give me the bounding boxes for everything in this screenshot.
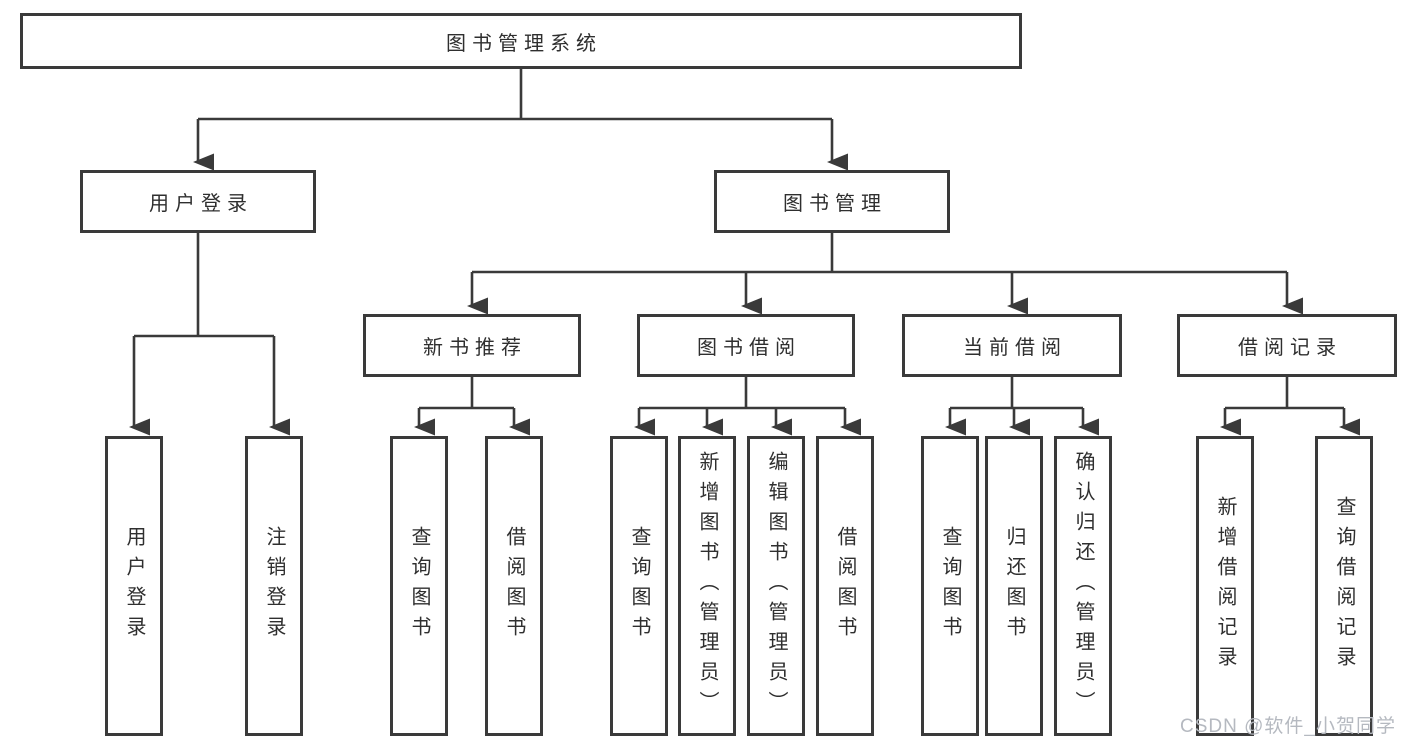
leaf-add-books-admin: 新增图书（管理员） xyxy=(678,436,736,736)
node-current-borrowing: 当前借阅 xyxy=(902,314,1122,377)
node-label: 编辑图书（管理员） xyxy=(765,451,787,721)
leaf-query-books-borrowing: 查询图书 xyxy=(610,436,668,736)
node-label: 查询图书 xyxy=(939,526,961,646)
node-borrowing-records: 借阅记录 xyxy=(1177,314,1397,377)
node-label: 图书管理 xyxy=(783,193,887,215)
node-label: 借阅图书 xyxy=(834,526,856,646)
leaf-borrow-books-recommend: 借阅图书 xyxy=(485,436,543,736)
node-label: 用户登录 xyxy=(123,526,145,646)
node-library-management-system: 图书管理系统 xyxy=(20,13,1022,69)
node-label: 图书借阅 xyxy=(697,337,801,359)
node-book-management: 图书管理 xyxy=(714,170,950,233)
node-label: 图书管理系统 xyxy=(446,32,602,55)
node-label: 新增借阅记录 xyxy=(1214,496,1236,676)
node-user-login: 用户登录 xyxy=(80,170,316,233)
node-book-borrowing: 图书借阅 xyxy=(637,314,855,377)
node-new-book-recommendation: 新书推荐 xyxy=(363,314,581,377)
node-label: 新增图书（管理员） xyxy=(696,451,718,721)
node-label: 查询图书 xyxy=(628,526,650,646)
leaf-add-borrow-record: 新增借阅记录 xyxy=(1196,436,1254,736)
csdn-watermark: CSDN @软件_小贺同学 xyxy=(1180,716,1396,737)
leaf-user-login: 用户登录 xyxy=(105,436,163,736)
node-label: 查询借阅记录 xyxy=(1333,496,1355,676)
leaf-query-books-recommend: 查询图书 xyxy=(390,436,448,736)
leaf-edit-books-admin: 编辑图书（管理员） xyxy=(747,436,805,736)
node-label: 归还图书 xyxy=(1003,526,1025,646)
node-label: 注销登录 xyxy=(263,526,285,646)
node-label: 确认归还（管理员） xyxy=(1072,451,1094,721)
node-label: 当前借阅 xyxy=(963,337,1067,359)
leaf-query-books-current: 查询图书 xyxy=(921,436,979,736)
node-label: 借阅图书 xyxy=(503,526,525,646)
leaf-borrow-books-borrowing: 借阅图书 xyxy=(816,436,874,736)
leaf-logout-login: 注销登录 xyxy=(245,436,303,736)
node-label: 借阅记录 xyxy=(1238,337,1342,359)
node-label: 用户登录 xyxy=(149,193,253,215)
node-label: 新书推荐 xyxy=(423,337,527,359)
leaf-return-books: 归还图书 xyxy=(985,436,1043,736)
leaf-query-borrow-record: 查询借阅记录 xyxy=(1315,436,1373,736)
node-label: 查询图书 xyxy=(408,526,430,646)
leaf-confirm-return-admin: 确认归还（管理员） xyxy=(1054,436,1112,736)
